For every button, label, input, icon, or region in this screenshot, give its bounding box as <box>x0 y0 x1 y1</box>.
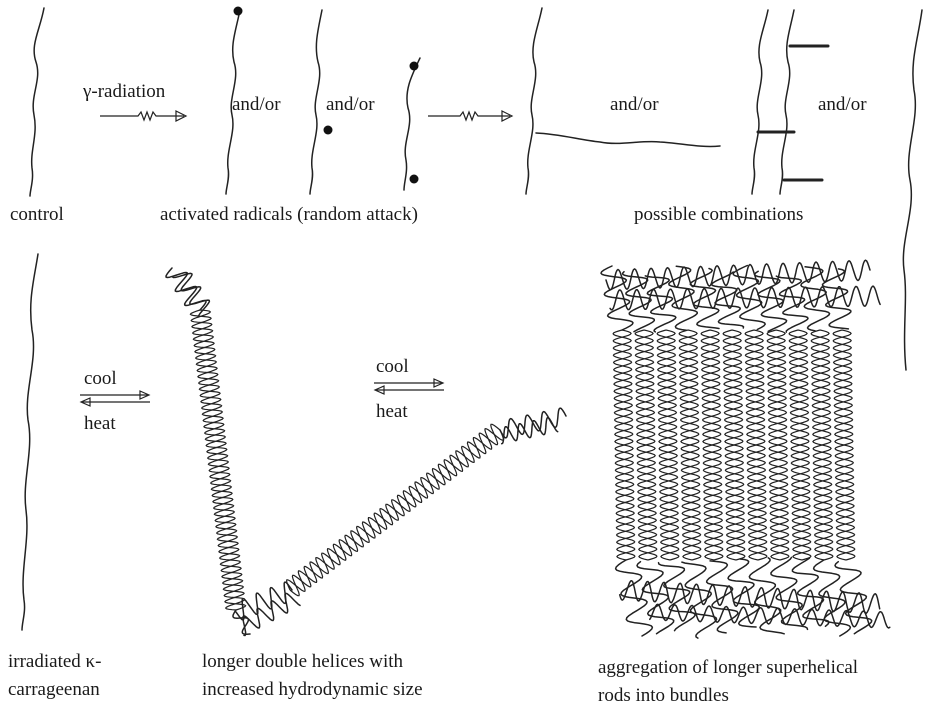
heat-label-1: heat <box>84 412 116 436</box>
helices-label-line2: increased hydrodynamic size <box>202 678 423 702</box>
activated-radicals-label: activated radicals (random attack) <box>160 203 418 227</box>
crosslink-chain-left <box>752 10 768 194</box>
radical-chain-2 <box>310 10 322 194</box>
branch-arm <box>536 133 720 146</box>
superhelix-bundle <box>601 260 890 638</box>
aggregation-label-line2: rods into bundles <box>598 684 729 708</box>
helix-loose-end <box>233 610 250 634</box>
irradiated-chain <box>22 254 38 630</box>
control-chain <box>30 8 44 196</box>
andor-label-3: and/or <box>610 93 659 117</box>
aggregation-label-line1: aggregation of longer superhelical <box>598 656 858 680</box>
heat-label-2: heat <box>376 400 408 424</box>
andor-label-2: and/or <box>326 93 375 117</box>
gamma-radiation-label: γ-radiation <box>83 80 165 104</box>
helix-loose-end <box>502 418 558 444</box>
long-chain-right <box>903 10 922 370</box>
irradiated-label-line2: carrageenan <box>8 678 100 702</box>
helix-loose-end <box>236 582 292 620</box>
cool-label-2: cool <box>376 355 409 379</box>
equilibrium-arrows-1 <box>80 391 150 406</box>
control-label: control <box>10 203 64 227</box>
helices-label-line1: longer double helices with <box>202 650 403 674</box>
bundle-cross-strand <box>620 581 880 614</box>
radical-dot-3 <box>410 62 419 71</box>
andor-label-4: and/or <box>818 93 867 117</box>
irradiated-label-line1: irradiated κ- <box>8 650 101 674</box>
bundle-loose-end <box>659 563 696 631</box>
radical-chain-3 <box>404 58 420 190</box>
bundle-loose-end <box>728 559 759 627</box>
radical-dot-4 <box>410 175 419 184</box>
double-helix-v <box>166 268 566 636</box>
combination-arrow <box>428 111 512 121</box>
helix-strand <box>191 310 245 610</box>
bundle-loose-end <box>682 562 717 638</box>
possible-combinations-label: possible combinations <box>634 203 803 227</box>
equilibrium-arrows-2 <box>374 379 444 394</box>
andor-label-1: and/or <box>232 93 281 117</box>
branched-chain <box>526 8 542 194</box>
radical-dot-1 <box>234 7 243 16</box>
crosslink-chain-right <box>780 10 794 194</box>
cool-label-1: cool <box>84 367 117 391</box>
bundle-cross-strand <box>606 260 870 290</box>
radiation-arrow <box>100 111 186 121</box>
radical-dot-2 <box>324 126 333 135</box>
